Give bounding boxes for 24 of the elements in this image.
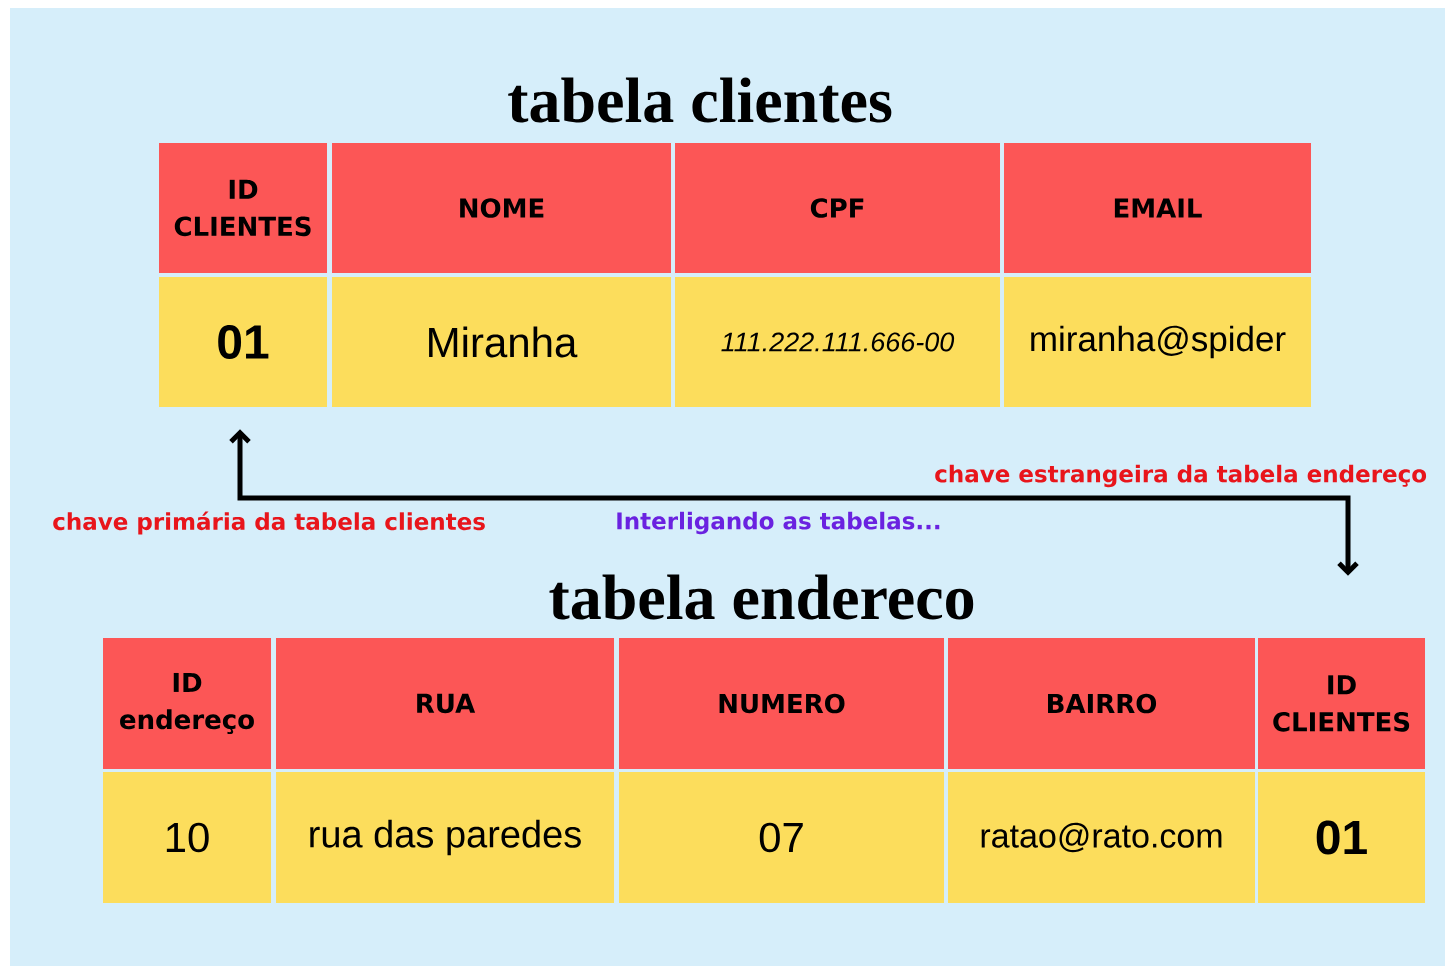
header-cell: RUA [276,638,614,769]
header-cell: BAIRRO [948,638,1255,769]
table-title: tabela clientes [508,77,892,123]
header-cell: ID CLIENTES [1258,638,1425,769]
data-cell: miranha@spider [1004,277,1311,407]
data-cell: Miranha [332,277,671,407]
header-cell: CPF [675,143,1000,273]
data-cell: 10 [103,772,271,903]
data-cell: 07 [619,772,944,903]
note: Interligando as tabelas... [617,511,940,535]
data-cell: 111.222.111.666-00 [675,277,1000,407]
data-cell: rua das paredes [276,772,614,903]
header-cell: ID endereço [103,638,271,769]
table-title: tabela endereco [549,574,974,620]
header-cell: ID CLIENTES [159,143,327,273]
header-cell: NUMERO [619,638,944,769]
arrow [229,429,1359,576]
note: chave estrangeira da tabela endereço [935,464,1427,488]
note: chave primária da tabela clientes [53,511,485,535]
data-cell: ratao@rato.com [948,772,1255,903]
header-cell: EMAIL [1004,143,1311,273]
data-cell: 01 [1258,772,1425,903]
header-cell: NOME [332,143,671,273]
data-cell: 01 [159,277,327,407]
